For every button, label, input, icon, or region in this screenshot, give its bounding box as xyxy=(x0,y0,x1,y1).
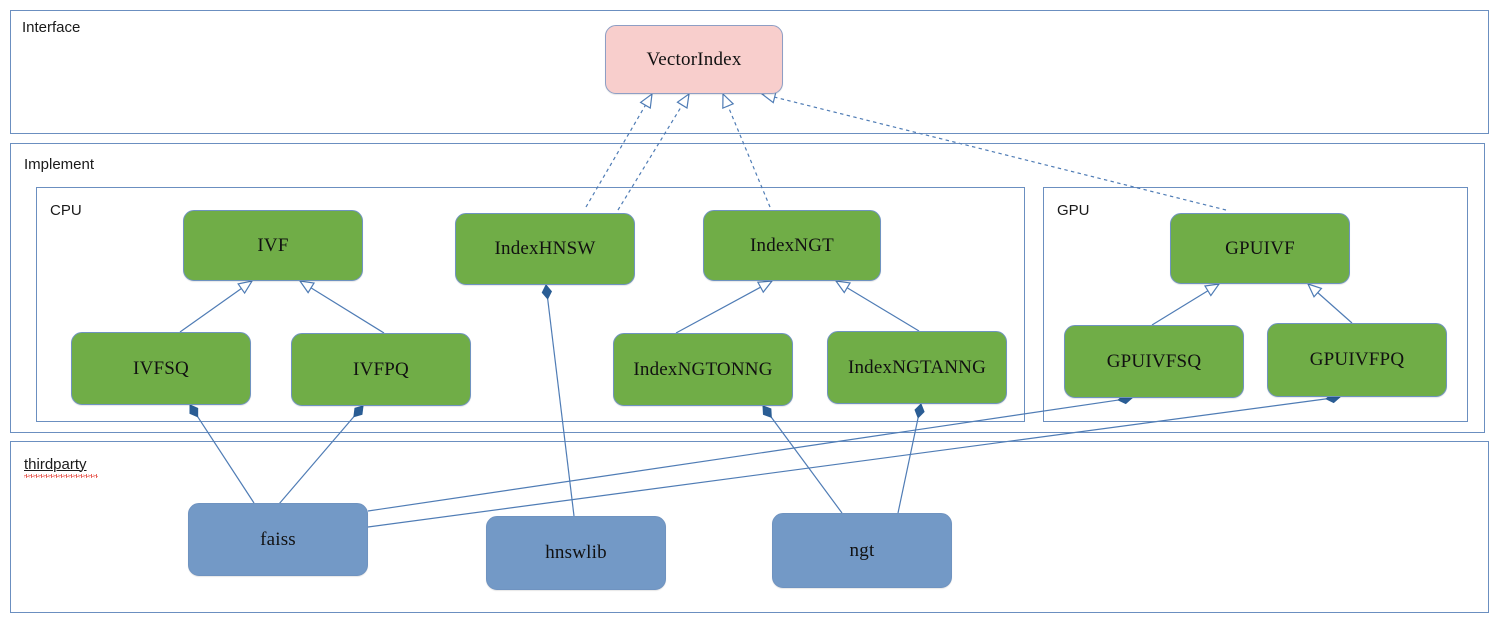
class-node-vectorindex[interactable]: VectorIndex xyxy=(605,25,783,94)
class-node-ivfpq[interactable]: IVFPQ xyxy=(291,333,471,406)
class-node-gpuivfpq[interactable]: GPUIVFPQ xyxy=(1267,323,1447,397)
class-node-ngt[interactable]: ngt xyxy=(772,513,952,588)
container-label-thirdparty: thirdparty xyxy=(24,456,87,473)
container-label-cpu: CPU xyxy=(50,202,82,219)
class-node-faiss[interactable]: faiss xyxy=(188,503,368,576)
class-node-ivfsq[interactable]: IVFSQ xyxy=(71,332,251,405)
class-node-hnswlib[interactable]: hnswlib xyxy=(486,516,666,590)
class-node-ivf[interactable]: IVF xyxy=(183,210,363,281)
class-node-gpuivfsq[interactable]: GPUIVFSQ xyxy=(1064,325,1244,398)
class-node-indexngtonng[interactable]: IndexNGTONNG xyxy=(613,333,793,406)
class-node-gpuivf[interactable]: GPUIVF xyxy=(1170,213,1350,284)
class-node-indexngt[interactable]: IndexNGT xyxy=(703,210,881,281)
container-label-interface: Interface xyxy=(22,19,81,36)
container-label-implement: Implement xyxy=(24,156,95,173)
class-node-indexngtanng[interactable]: IndexNGTANNG xyxy=(827,331,1007,404)
class-node-indexhnsw[interactable]: IndexHNSW xyxy=(455,213,635,285)
container-label-gpu: GPU xyxy=(1057,202,1090,219)
